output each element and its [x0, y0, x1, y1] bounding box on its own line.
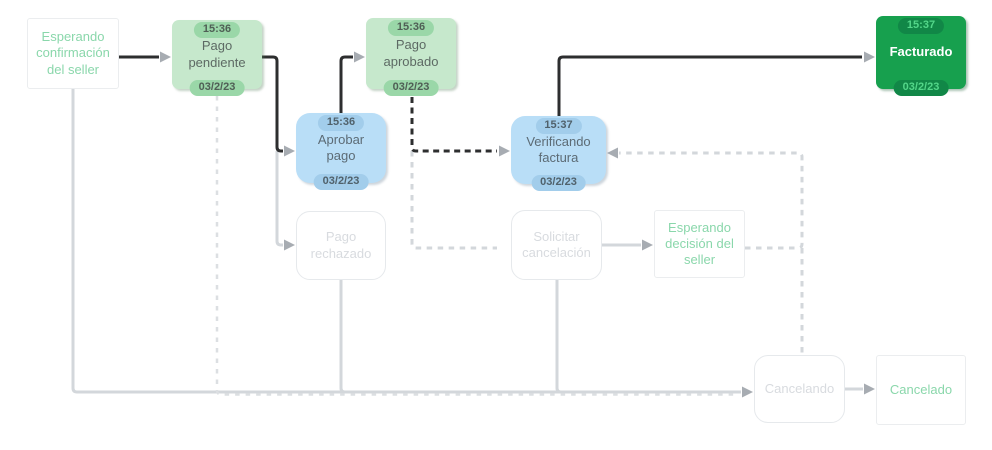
- state-node-pago-rechazado: Pago rechazado: [296, 211, 386, 280]
- state-label: Cancelando: [764, 380, 835, 396]
- state-node-aprobar-pago: 15:36 Aprobar pago 03/2/23: [296, 113, 386, 190]
- arrowhead-icons: [160, 51, 875, 398]
- state-label: Pago aprobado: [383, 37, 439, 69]
- state-label: Solicitar cancelación: [522, 228, 591, 260]
- state-node-facturado: 15:37 Facturado 03/2/23: [876, 16, 966, 96]
- state-label: Aprobar pago: [317, 131, 365, 163]
- state-node-solicitar-cancelacion: Solicitar cancelación: [511, 210, 602, 280]
- state-label: Pago pendiente: [188, 38, 246, 70]
- state-node-pago-pendiente: 15:36 Pago pendiente 03/2/23: [172, 20, 262, 96]
- state-label: Verificando factura: [526, 133, 591, 165]
- time-badge: 15:36: [317, 115, 365, 131]
- state-node-verificando-factura: 15:37 Verificando factura 03/2/23: [511, 116, 606, 191]
- state-label: Cancelado: [889, 381, 953, 397]
- state-node-cancelando: Cancelando: [754, 355, 845, 423]
- state-label: Pago rechazado: [310, 229, 372, 261]
- state-label: Esperando decisión del seller: [665, 219, 734, 268]
- date-badge: 03/2/23: [531, 175, 586, 191]
- state-label: Esperando confirmación del seller: [36, 29, 110, 77]
- date-badge: 03/2/23: [313, 174, 369, 190]
- date-badge: 03/2/23: [893, 80, 949, 96]
- date-badge: 03/2/23: [383, 80, 439, 96]
- state-node-esperando-confirmacion: Esperando confirmación del seller: [27, 18, 119, 89]
- time-badge: 15:37: [897, 18, 945, 34]
- state-label: Facturado: [889, 44, 953, 60]
- state-node-cancelado: Cancelado: [876, 355, 966, 425]
- state-node-esperando-decision: Esperando decisión del seller: [654, 210, 745, 278]
- state-node-pago-aprobado: 15:36 Pago aprobado 03/2/23: [366, 18, 456, 96]
- date-badge: 03/2/23: [189, 80, 245, 96]
- time-badge: 15:36: [193, 22, 241, 38]
- time-badge: 15:36: [387, 20, 435, 36]
- time-badge: 15:37: [535, 118, 582, 134]
